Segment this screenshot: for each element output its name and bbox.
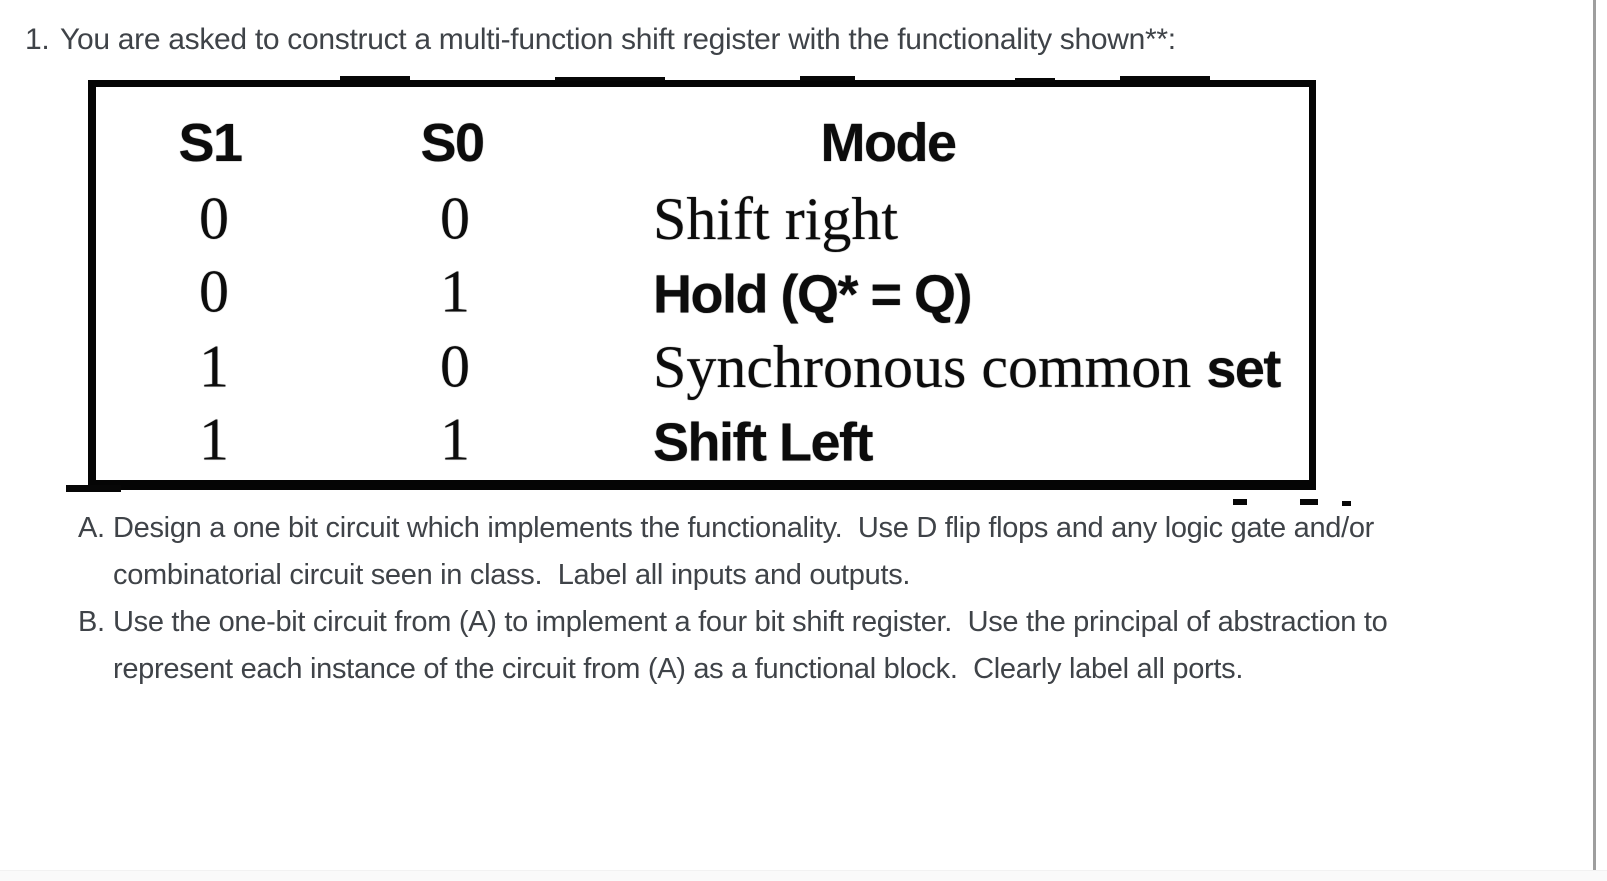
subquestion-a: A. Design a one bit circuit which implem… bbox=[78, 505, 1374, 599]
scan-artifact bbox=[66, 485, 121, 492]
table-cell-s0: 1 bbox=[440, 258, 470, 325]
table-cell-s0: 0 bbox=[440, 333, 470, 400]
text-line: Design a one bit circuit which implement… bbox=[113, 512, 1375, 544]
scan-artifact bbox=[555, 77, 665, 81]
table-header-mode: Mode bbox=[820, 113, 958, 173]
mode-text-emphasis: set bbox=[1206, 339, 1281, 399]
scan-artifact bbox=[1300, 499, 1318, 505]
mode-truth-table: S1 S0 Mode 0 0 Shift right 0 1 Hold (Q* … bbox=[88, 80, 1316, 490]
mode-text: Shift right bbox=[653, 186, 899, 252]
scan-artifact bbox=[340, 76, 410, 80]
table-cell-mode: Shift Left bbox=[653, 406, 873, 475]
text-line: represent each instance of the circuit f… bbox=[113, 653, 1244, 685]
page-edge-divider bbox=[1593, 0, 1596, 881]
table-cell-mode: Hold (Q* = Q) bbox=[653, 258, 973, 327]
question-title: 1. You are asked to construct a multi-fu… bbox=[25, 20, 1176, 60]
scan-artifact bbox=[1120, 76, 1210, 80]
table-cell-s0: 0 bbox=[440, 185, 470, 252]
mode-text: Synchronous common bbox=[653, 334, 1207, 400]
bottom-page-gap bbox=[0, 870, 1607, 881]
table-cell-s1: 0 bbox=[199, 185, 229, 252]
table-cell-mode: Shift right bbox=[653, 184, 898, 254]
question-title-text: You are asked to construct a multi-funct… bbox=[60, 23, 1176, 56]
scan-artifact bbox=[1233, 499, 1247, 505]
text-line: combinatorial circuit seen in class. Lab… bbox=[113, 559, 911, 591]
table-cell-s0: 1 bbox=[440, 406, 470, 473]
table-cell-mode: Synchronous common set bbox=[653, 332, 1281, 402]
subquestion-a-label: A. bbox=[78, 512, 105, 544]
scan-artifact bbox=[800, 76, 855, 81]
question-number: 1. bbox=[25, 23, 50, 56]
mode-text: Shift Left bbox=[653, 412, 873, 473]
table-header-s1: S1 bbox=[178, 113, 243, 173]
subquestion-b-text: Use the one-bit circuit from (A) to impl… bbox=[113, 599, 1388, 693]
subquestion-a-text: Design a one bit circuit which implement… bbox=[113, 505, 1374, 599]
scan-artifact bbox=[1342, 501, 1351, 506]
scan-artifact bbox=[1015, 78, 1055, 82]
table-cell-s1: 0 bbox=[199, 258, 229, 325]
table-header-s0: S0 bbox=[420, 113, 485, 173]
text-line: Use the one-bit circuit from (A) to impl… bbox=[113, 606, 1388, 638]
table-cell-s1: 1 bbox=[199, 406, 229, 473]
subquestion-b: B. Use the one-bit circuit from (A) to i… bbox=[78, 599, 1388, 693]
subquestion-b-label: B. bbox=[78, 606, 105, 638]
table-cell-s1: 1 bbox=[199, 333, 229, 400]
mode-text: Hold (Q* = Q) bbox=[653, 264, 973, 325]
